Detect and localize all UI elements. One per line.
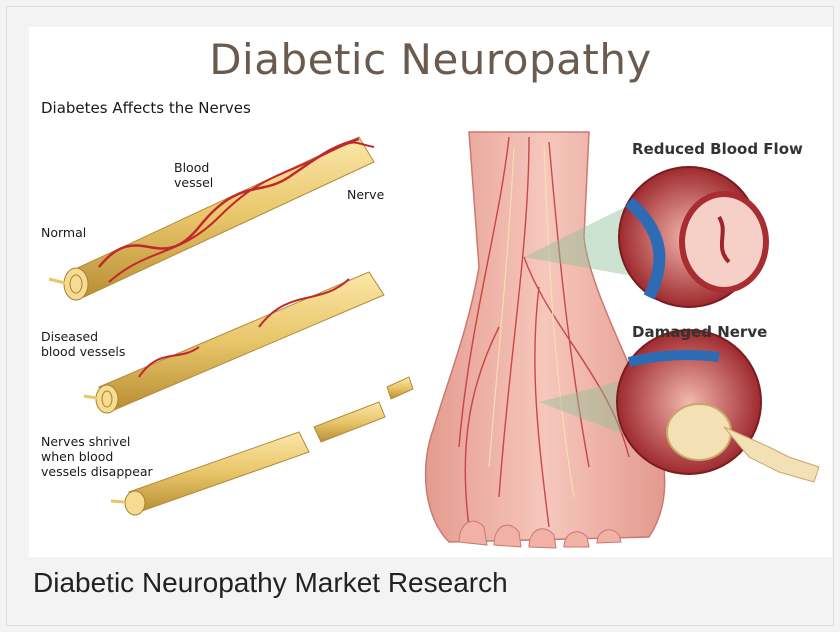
reduced-blood-flow-heading: Reduced Blood Flow [632,140,803,158]
reduced-blood-flow-inset [619,167,766,307]
diseased-nerve [84,272,384,413]
shrivel-label: Nerves shrivel when blood vessels disapp… [41,434,153,479]
foot-illustration [426,132,665,548]
left-heading: Diabetes Affects the Nerves [41,99,251,117]
diseased-label: Diseased blood vessels [41,329,125,359]
normal-label: Normal [41,225,86,240]
caption-link[interactable]: Diabetic Neuropathy Market Research [33,567,508,599]
diabetic-neuropathy-illustration: Diabetic Neuropathy Diabetes Affects the… [29,27,832,557]
damaged-nerve-inset [617,330,819,482]
content-card: Diabetic Neuropathy Diabetes Affects the… [6,6,834,626]
blood-vessel-label: Blood vessel [174,160,213,190]
damaged-nerve-heading: Damaged Nerve [632,323,767,341]
nerve-label: Nerve [347,187,384,202]
figure-title: Diabetic Neuropathy [29,35,832,84]
shrivelled-nerve [111,377,413,515]
